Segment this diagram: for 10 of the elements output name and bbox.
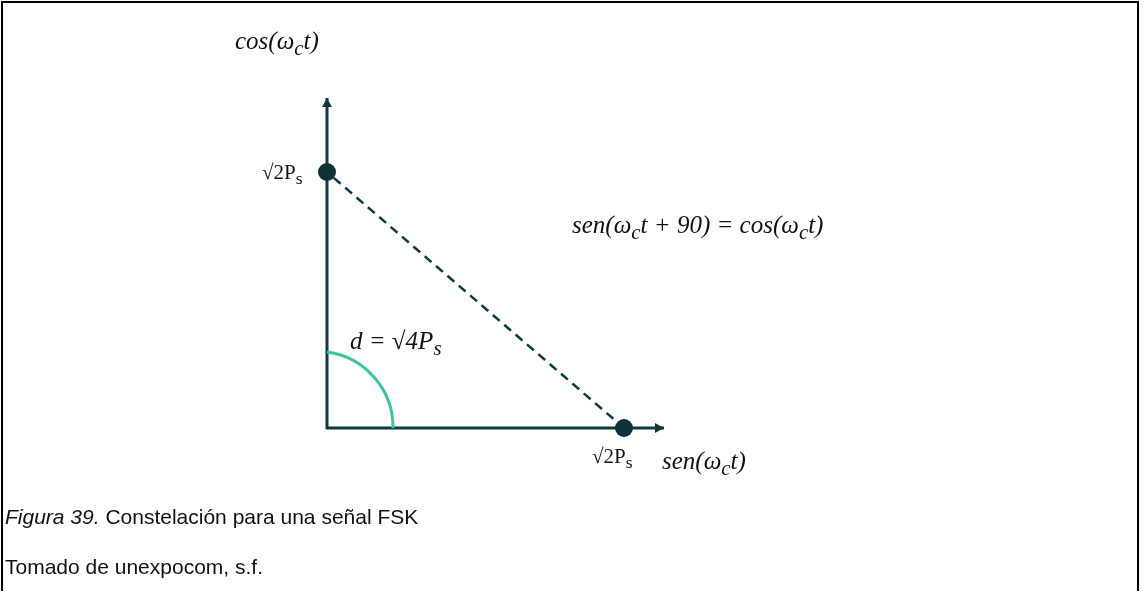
axis-label: sen(ω$_{c}$t)	[662, 448, 746, 479]
edge-label: d = √4P$_{s}$	[350, 328, 442, 359]
constellation-point	[318, 163, 336, 181]
constellation-point	[615, 419, 633, 437]
equation: sen(ω$_{c}$t + 90) = cos(ω$_{c}$t)	[572, 212, 824, 243]
axis-label: cos(ω$_{c}$t)	[235, 28, 319, 59]
point-label: √2P$_{s}$	[592, 446, 633, 472]
source-note: Tomado de unexpocom, s.f.	[5, 556, 263, 577]
caption: Figura 39. Constelación para una señal FSK	[5, 506, 419, 527]
point-label: √2P$_{s}$	[262, 162, 303, 188]
